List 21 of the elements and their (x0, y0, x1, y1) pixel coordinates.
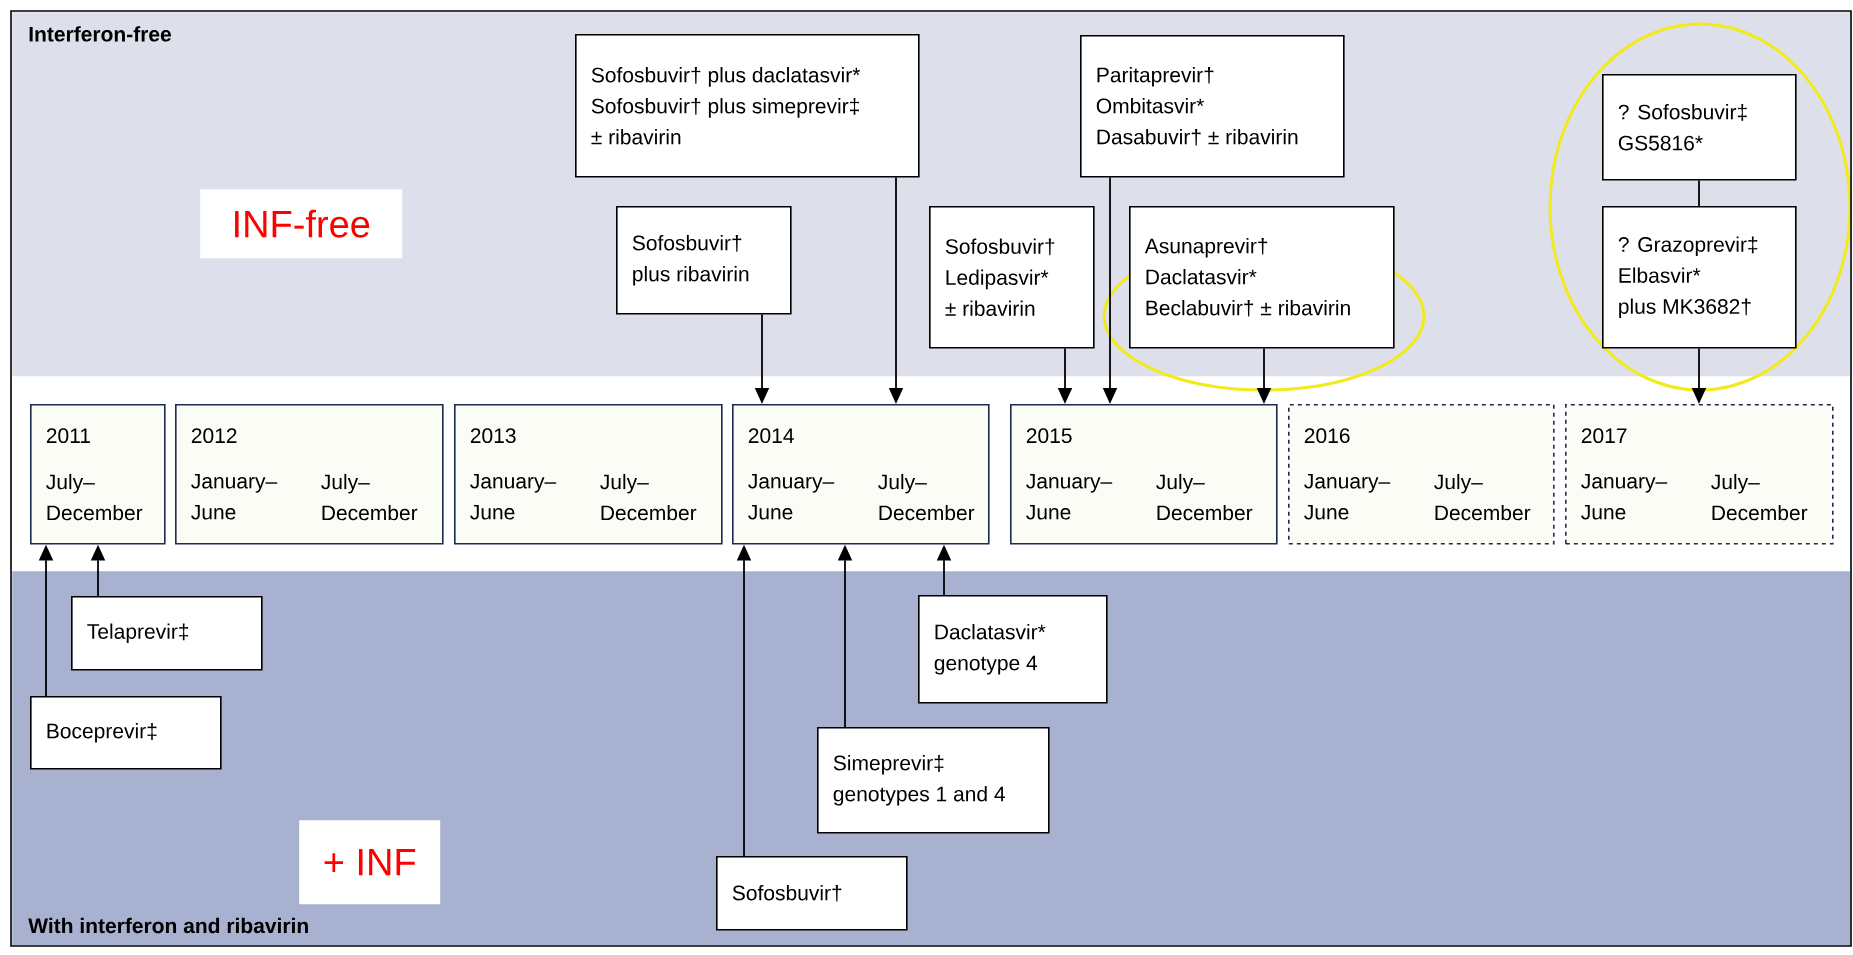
drug-box: Boceprevir‡ (30, 696, 222, 770)
year-box: 2012 January– June July– December (175, 403, 444, 545)
year-box: 2011 July– December (30, 403, 166, 545)
year-box: 2017 January– June July– December (1565, 403, 1834, 545)
year-box: 2015 January– June July– December (1010, 403, 1278, 545)
drug-box: Simeprevir‡ genotypes 1 and 4 (817, 727, 1050, 834)
drug-box: ? Sofosbuvir‡ GS5816* (1602, 74, 1797, 181)
drug-box: Asunaprevir† Daclatasvir* Beclabuvir† ± ribavirin (1129, 206, 1395, 349)
drug-box: ? Grazoprevir‡ Elbasvir* plus MK3682† (1602, 206, 1797, 349)
drug-box: Sofosbuvir† (716, 856, 908, 931)
drug-box: Telaprevir‡ (71, 596, 263, 671)
annotation-tag: + INF (299, 820, 441, 905)
year-box: 2014 January– June July– December (732, 403, 990, 545)
annotation-tag: INF-free (200, 189, 403, 259)
drug-box: Paritaprevir† Ombitasvir* Dasabuvir† ± ribavirin (1080, 35, 1345, 178)
drug-box: Sofosbuvir† plus ribavirin (616, 206, 792, 315)
year-box: 2016 January– June July– December (1288, 403, 1555, 545)
drug-box: Sofosbuvir† plus daclatasvir* Sofosbuvir† plus simeprevir‡ ± ribavirin (575, 34, 920, 178)
drug-box: Sofosbuvir† Ledipasvir* ± ribavirin (929, 206, 1095, 349)
year-box: 2013 January– June July– December (454, 403, 723, 545)
drug-box: Daclatasvir* genotype 4 (918, 595, 1108, 704)
